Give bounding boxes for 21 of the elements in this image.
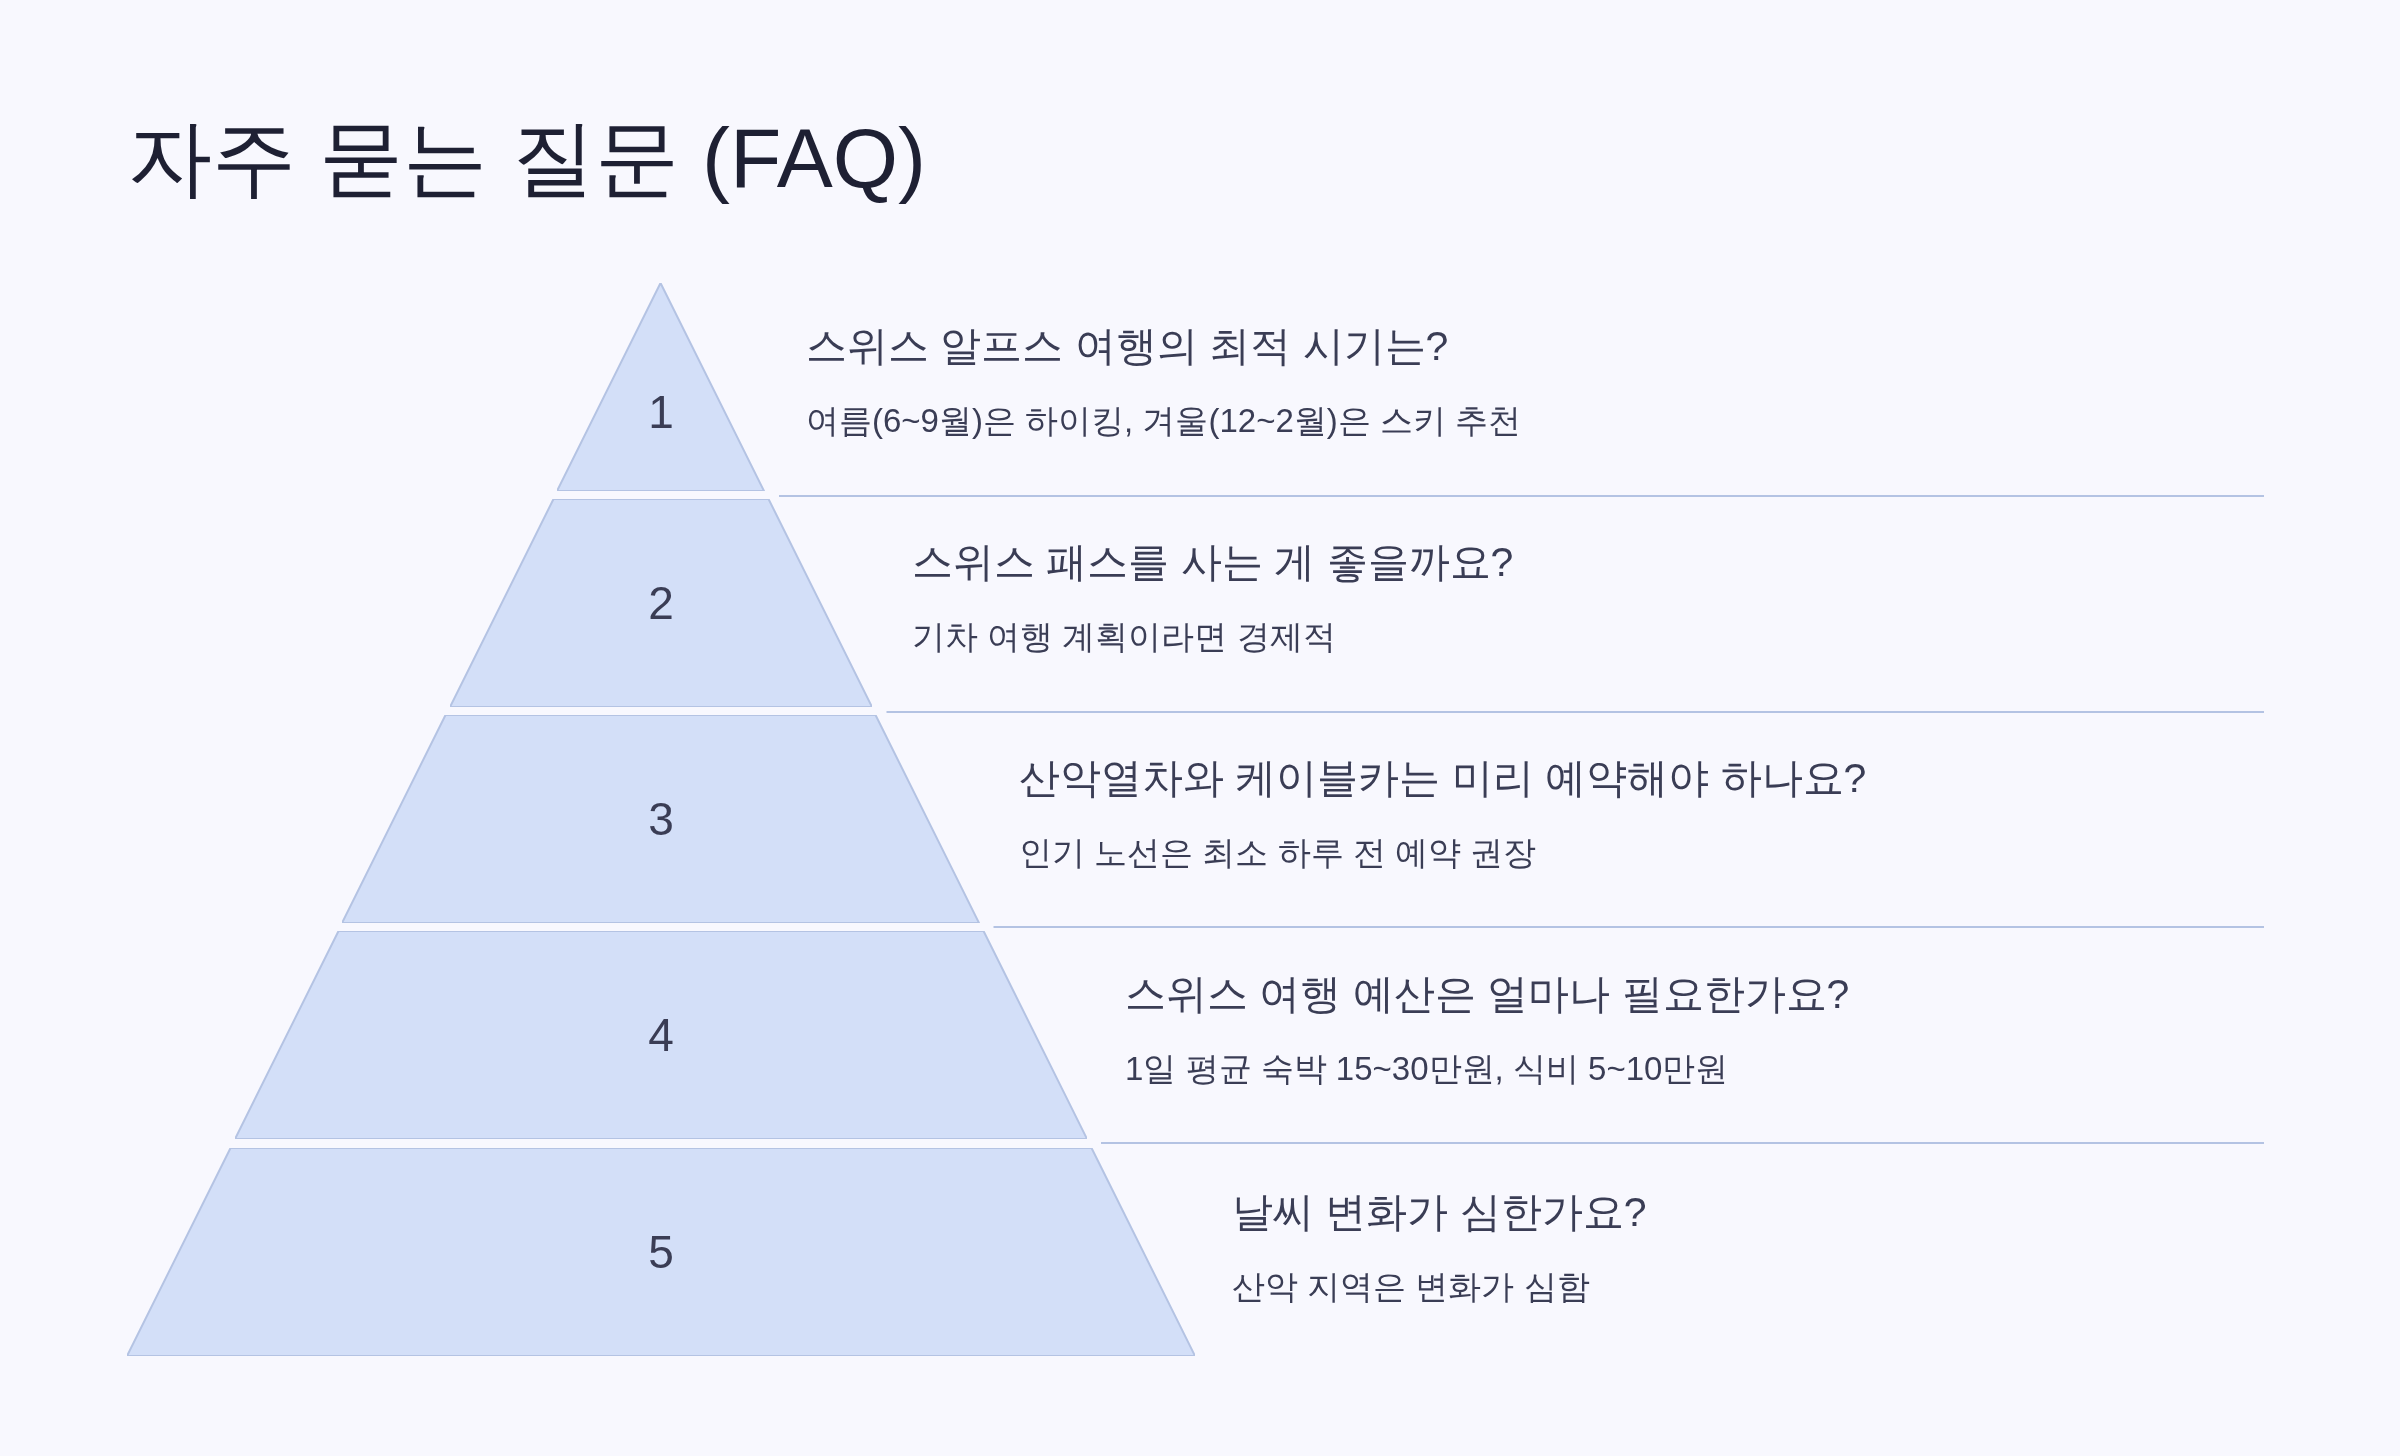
answer-text: 1일 평균 숙박 15~30만원, 식비 5~10만원: [1125, 1049, 1729, 1089]
pyramid-tier: [126, 1148, 1195, 1356]
tier-number: 1: [647, 388, 675, 435]
answer-text: 인기 노선은 최소 하루 전 예약 권장: [1019, 833, 1536, 873]
pyramid-tier: [449, 499, 872, 707]
tier-number: 5: [647, 1229, 675, 1275]
question-text: 스위스 알프스 여행의 최적 시기는?: [806, 322, 1449, 371]
question-text: 산악열차와 케이블카는 미리 예약해야 하나요?: [1019, 754, 1867, 803]
answer-text: 여름(6~9월)은 하이킹, 겨울(12~2월)은 스키 추천: [806, 401, 1522, 441]
tier-number: 2: [647, 580, 675, 626]
tier-number: 4: [647, 1012, 675, 1058]
title: 자주 묻는 질문 (FAQ): [128, 110, 926, 207]
pyramid-top: [557, 283, 765, 491]
question-text: 스위스 패스를 사는 게 좋을까요?: [912, 538, 1514, 587]
question-text: 스위스 여행 예산은 얼마나 필요한가요?: [1125, 970, 1850, 1019]
question-text: 날씨 변화가 심한가요?: [1232, 1188, 1647, 1237]
pyramid-tier: [342, 715, 980, 923]
pyramid-tier: [234, 931, 1087, 1139]
answer-text: 산악 지역은 변화가 심함: [1232, 1267, 1590, 1307]
answer-text: 기차 여행 계획이라면 경제적: [912, 617, 1336, 657]
tier-number: 3: [647, 796, 675, 842]
